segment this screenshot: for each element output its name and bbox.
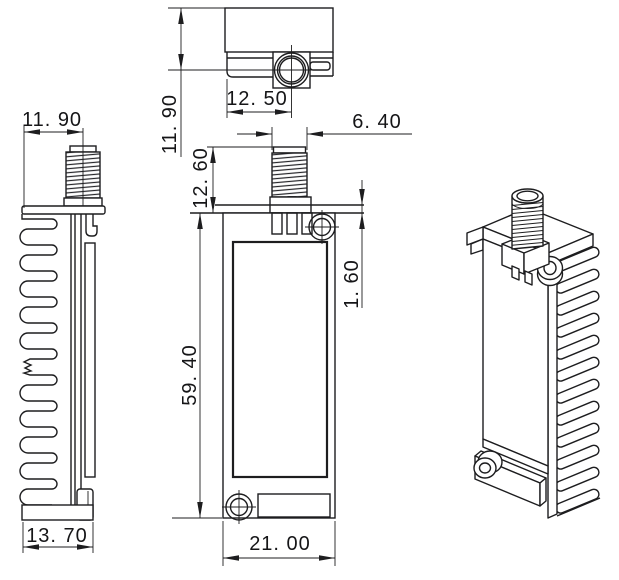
bottom-plate-side — [21, 504, 94, 521]
dim-front-top-plate-lip-label: 1. 60 — [341, 259, 363, 308]
heatsink-fins-side — [19, 214, 58, 506]
shield-can-side — [84, 242, 96, 478]
top-view-front-band-left — [226, 52, 273, 78]
standoff-top-iso — [536, 255, 564, 287]
dim-front-connector-height-label: 12. 60 — [190, 147, 212, 209]
dim-side-depth-top: 11. 90 — [22, 109, 83, 208]
shield-can-front — [231, 240, 329, 479]
standoff-bottom-iso — [473, 450, 503, 479]
dim-top-connector-offset-label: 12. 50 — [226, 88, 288, 110]
isometric-view — [466, 188, 601, 519]
sma-leg-3 — [301, 212, 313, 235]
sma-base-block-iso — [501, 233, 550, 286]
sma-pin-iso-1 — [511, 265, 520, 281]
sma-connector-iso — [511, 188, 544, 250]
dim-front-body-width-label: 21. 00 — [249, 533, 311, 555]
dim-front-body-height: 59. 40 — [172, 213, 222, 519]
heatsink-base-strip-iso — [547, 258, 558, 519]
top-view-body — [224, 7, 334, 53]
dim-front-thread-diameter-label: 6. 40 — [352, 111, 401, 133]
body-bottom-band-iso — [482, 438, 549, 475]
front-view: 6. 40 12. 60 1. 60 59. 40 — [172, 111, 412, 566]
dim-top-depth-label: 11. 90 — [159, 94, 181, 154]
heatsink-fins-iso — [554, 246, 600, 514]
dim-front-body-height-label: 59. 40 — [179, 344, 201, 406]
sma-leg-1 — [271, 212, 283, 235]
sma-pin-iso-2 — [524, 270, 533, 286]
dim-side-depth-bottom: 13. 70 — [22, 522, 94, 553]
dim-side-depth-top-label: 11. 90 — [22, 109, 82, 131]
dim-front-thread-diameter: 6. 40 — [237, 111, 412, 150]
bottom-rail-end-iso — [539, 477, 547, 507]
bottom-connector-front — [257, 493, 331, 518]
screw-hole-top — [305, 210, 339, 244]
dim-top-depth: 11. 90 — [159, 7, 225, 157]
module-body-front — [222, 212, 336, 519]
top-view: 11. 90 12. 50 — [159, 7, 334, 157]
dim-front-body-width: 21. 00 — [222, 521, 336, 566]
sma-thread-front — [271, 152, 308, 198]
dim-top-connector-offset: 12. 50 — [226, 79, 291, 118]
heatsink-top-plate-side — [21, 205, 106, 215]
dim-front-connector-height: 12. 60 — [190, 146, 273, 213]
dim-side-depth-bottom-label: 13. 70 — [26, 525, 88, 547]
sma-cap-front — [272, 146, 307, 154]
top-view-notch — [309, 61, 331, 71]
sma-solder-clip-side — [85, 214, 98, 237]
dim-front-top-plate-lip: 1. 60 — [341, 180, 365, 309]
sma-top-hole-iso — [516, 190, 539, 202]
heatsink-bottom-edge-iso — [556, 497, 601, 517]
screw-hole-bottom — [222, 490, 256, 524]
sma-leg-2 — [286, 212, 298, 235]
side-view: 11. 90 13. 70 — [19, 109, 106, 553]
